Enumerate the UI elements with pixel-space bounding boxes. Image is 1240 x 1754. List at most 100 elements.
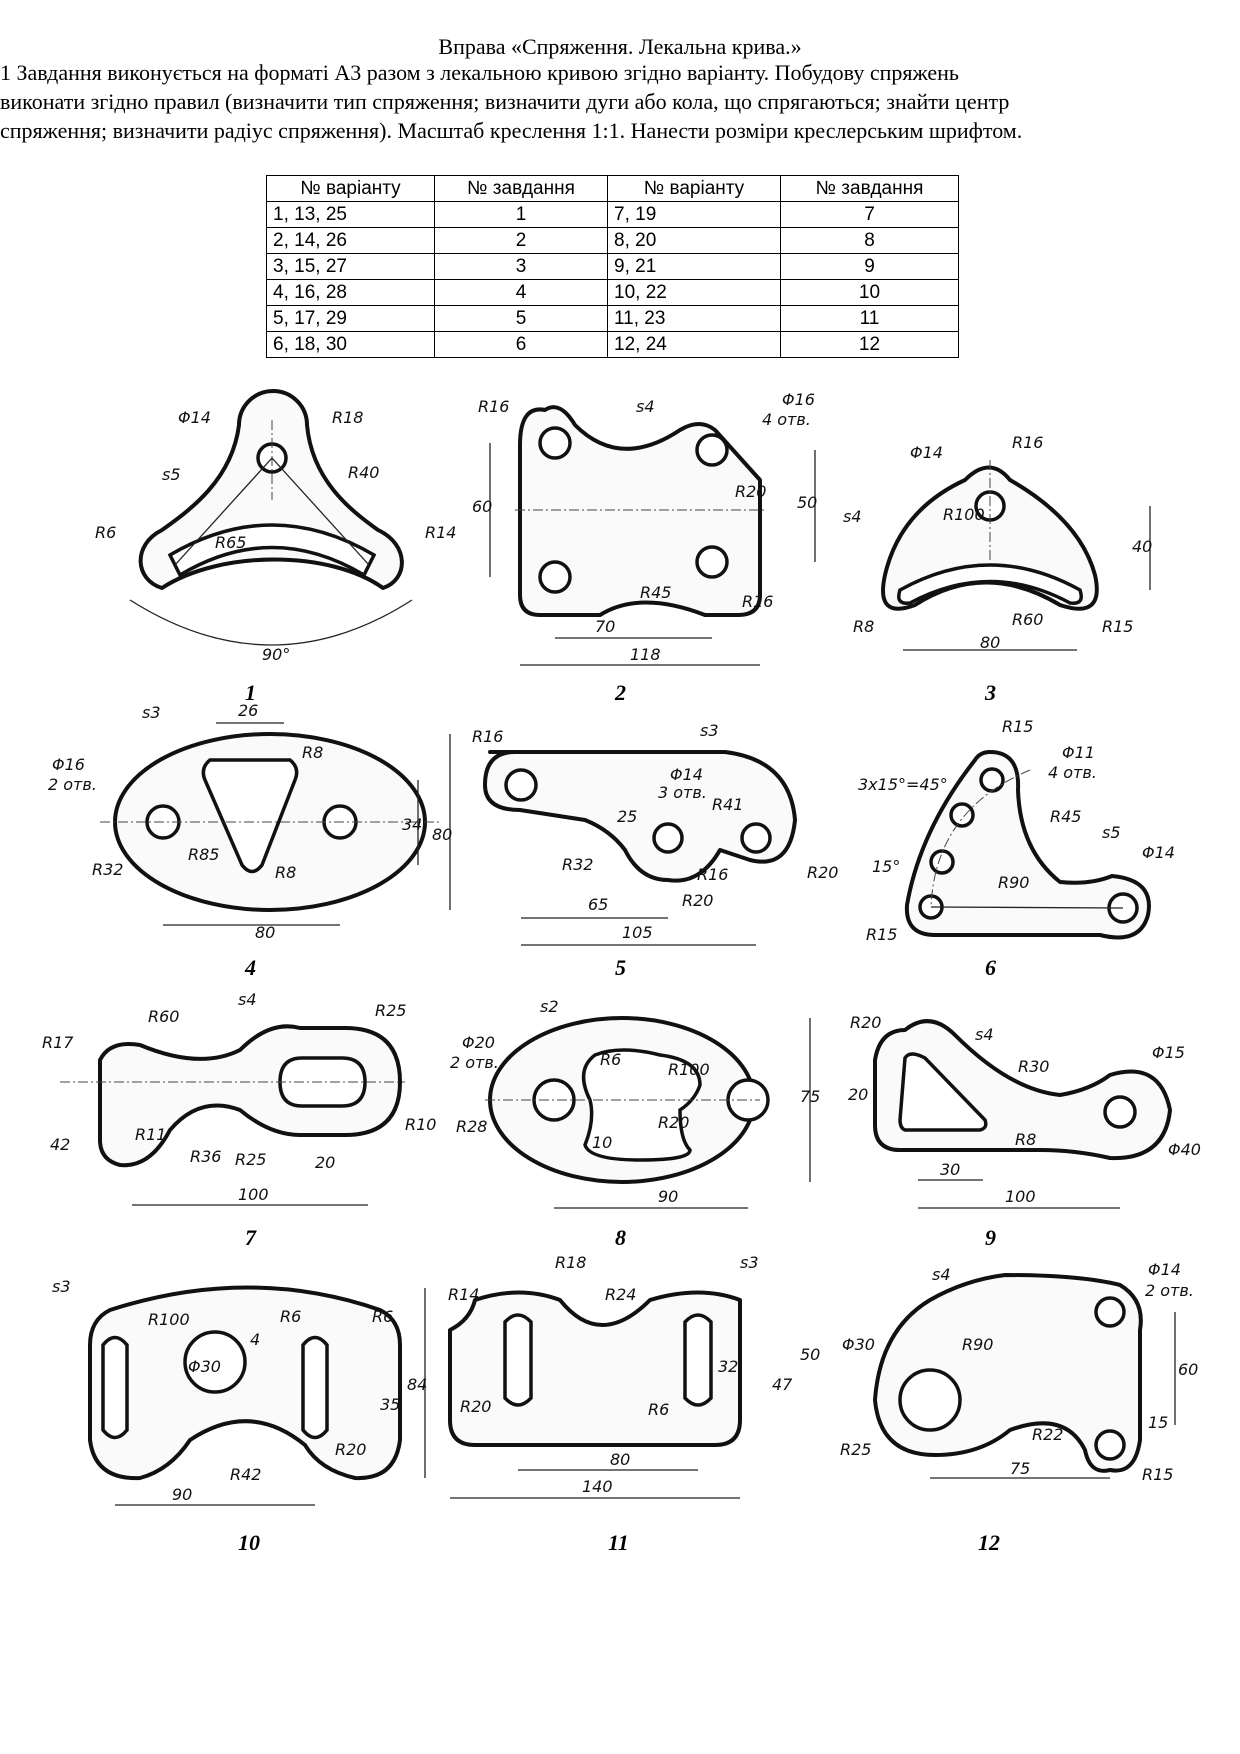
drawing-7-dim: 42 — [50, 1135, 70, 1154]
drawing-9-dim: R30 — [1018, 1057, 1049, 1076]
drawing-6-dim: R90 — [998, 873, 1029, 892]
variants-table: № варіанту № завдання № варіанту № завда… — [266, 175, 959, 358]
drawing-9-dim: 100 — [1005, 1187, 1036, 1206]
drawing-5-dim: R16 — [472, 727, 503, 746]
drawing-12-hole — [1094, 1429, 1126, 1461]
drawing-12-number: 12 — [978, 1530, 1000, 1555]
drawing-4-dim: 80 — [432, 825, 452, 844]
drawing-7-number: 7 — [245, 1225, 257, 1250]
drawing-1-radius-line — [271, 457, 370, 566]
task-line: 1 Завдання виконується на форматі А3 раз… — [0, 60, 959, 85]
drawing-4-number: 4 — [244, 955, 256, 980]
table-row: 1, 13, 25 1 7, 19 7 — [266, 201, 959, 228]
drawing-6-dim-line — [930, 906, 1124, 909]
drawing-2-number: 2 — [614, 680, 626, 705]
drawing-6-center-arc — [930, 769, 1031, 908]
drawing-10-dim: R100 — [148, 1310, 190, 1329]
drawing-5-dim: R32 — [562, 855, 593, 874]
drawing-6-hole — [979, 767, 1005, 793]
drawing-10-hole — [183, 1330, 247, 1394]
drawing-11-dim: R24 — [605, 1285, 636, 1304]
drawing-2-dim: R16 — [478, 397, 509, 416]
table-cell: 8, 20 — [607, 227, 781, 254]
drawing-8: s2 Φ20 2 отв. R6 R100 75 R28 R20 10 90 8 — [450, 997, 820, 1250]
table-cell: 8 — [780, 227, 959, 254]
drawing-7-slot — [278, 1056, 367, 1108]
drawing-8-dim: R6 — [600, 1050, 621, 1069]
drawing-2-dim: 118 — [630, 645, 661, 664]
drawing-5: R16 s3 Φ14 3 отв. 25 R41 R32 R16 R20 R20… — [472, 721, 838, 980]
drawing-10-dim: R6 — [280, 1307, 301, 1326]
table-cell: 3 — [434, 253, 608, 280]
drawing-3-dim: R15 — [1102, 617, 1133, 636]
drawing-1-dim: R40 — [348, 463, 379, 482]
drawing-5-dim: 105 — [622, 923, 653, 942]
drawing-7-dim: R60 — [148, 1007, 179, 1026]
drawing-2-dim: R20 — [735, 482, 766, 501]
drawing-12-dim: s4 — [932, 1265, 951, 1284]
drawing-9-dim: 30 — [940, 1160, 960, 1179]
drawing-4-dim: 34 — [402, 815, 422, 834]
drawing-2-hole — [538, 560, 572, 594]
drawing-8-number: 8 — [615, 1225, 626, 1250]
drawing-3-dim: Φ14 — [910, 443, 943, 462]
document-title: Вправа «Спряження. Лекальна крива.» — [438, 34, 802, 59]
drawing-12-dim: 75 — [1010, 1459, 1030, 1478]
header-cell: № завдання — [434, 175, 608, 202]
drawing-6-hole — [949, 802, 975, 828]
drawing-7: R60 s4 R25 R17 42 R11 R36 R25 20 R10 100… — [42, 990, 436, 1250]
drawing-12-dim: 15 — [1148, 1413, 1168, 1432]
drawing-2: R16 s4 Φ16 4 отв. 60 R20 50 R45 R16 70 1… — [472, 390, 817, 705]
drawing-3-dim: R60 — [1012, 610, 1043, 629]
drawing-7-dim: 20 — [315, 1153, 335, 1172]
drawing-11-dim: 80 — [610, 1450, 630, 1469]
drawing-11-dim: R6 — [648, 1400, 669, 1419]
drawing-4-dim: 2 отв. — [48, 775, 97, 794]
drawing-10: s3 R100 R6 R6 Φ30 4 35 84 R20 R42 90 10 — [52, 1277, 427, 1555]
drawing-3: Φ14 R16 s4 R100 40 R8 80 R60 R15 3 — [843, 433, 1152, 705]
drawing-9-triangle-cutout — [898, 1052, 988, 1132]
drawing-6-dim: Φ11 — [1062, 743, 1095, 762]
drawing-5-dim: R41 — [712, 795, 743, 814]
drawing-8-dim: 90 — [658, 1187, 678, 1206]
drawing-5-dim: 25 — [617, 807, 637, 826]
drawing-7-dim: R10 — [405, 1115, 436, 1134]
drawing-5-part-outline — [483, 750, 797, 883]
drawing-6-part-outline — [904, 750, 1151, 940]
drawing-10-dim: 84 — [407, 1375, 427, 1394]
table-cell: 9, 21 — [607, 253, 781, 280]
drawing-9-dim: Φ40 — [1168, 1140, 1201, 1159]
drawing-10-dim: R20 — [335, 1440, 366, 1459]
drawing-4: s3 26 R8 Φ16 2 отв. 34 80 R32 R85 R8 80 … — [48, 701, 452, 980]
drawing-5-dim: s3 — [700, 721, 719, 740]
drawing-7-dim: 100 — [238, 1185, 269, 1204]
drawing-10-slot — [301, 1335, 329, 1440]
drawing-2-dim: 50 — [797, 493, 817, 512]
header-cell: № завдання — [780, 175, 959, 202]
drawing-6: R15 Φ11 4 отв. 3x15°=45° R45 s5 15° Φ14 … — [858, 717, 1175, 980]
drawing-4-triangle-cutout — [201, 758, 299, 874]
drawing-12-dim: R90 — [962, 1335, 993, 1354]
drawing-4-dim: 80 — [255, 923, 275, 942]
drawing-12-dim: 60 — [1178, 1360, 1198, 1379]
drawing-2-dim: 4 отв. — [762, 410, 811, 429]
drawing-9-dim: R20 — [850, 1013, 881, 1032]
table-cell: 4, 16, 28 — [266, 279, 435, 306]
drawing-5-dim: R20 — [807, 863, 838, 882]
drawing-1-dim: R65 — [215, 533, 246, 552]
drawing-11-dim: 50 — [800, 1345, 820, 1364]
drawing-6-dim: 15° — [872, 857, 900, 876]
drawing-3-dim: R8 — [853, 617, 874, 636]
task-line: спряження; визначити радіус спряження). … — [0, 118, 1023, 143]
drawing-8-dim: R20 — [658, 1113, 689, 1132]
drawing-6-dim: 4 отв. — [1048, 763, 1097, 782]
drawing-12-dim: R25 — [840, 1440, 871, 1459]
drawing-3-dim: s4 — [843, 507, 862, 526]
drawing-10-dim: 35 — [380, 1395, 400, 1414]
drawing-10-dim: 4 — [250, 1330, 260, 1349]
drawing-8-dim: s2 — [540, 997, 559, 1016]
drawing-1-dim: R18 — [332, 408, 363, 427]
drawing-9-dim: Φ15 — [1152, 1043, 1185, 1062]
drawing-1: Φ14 R18 s5 R40 R65 R6 R14 90° 1 — [95, 389, 456, 705]
